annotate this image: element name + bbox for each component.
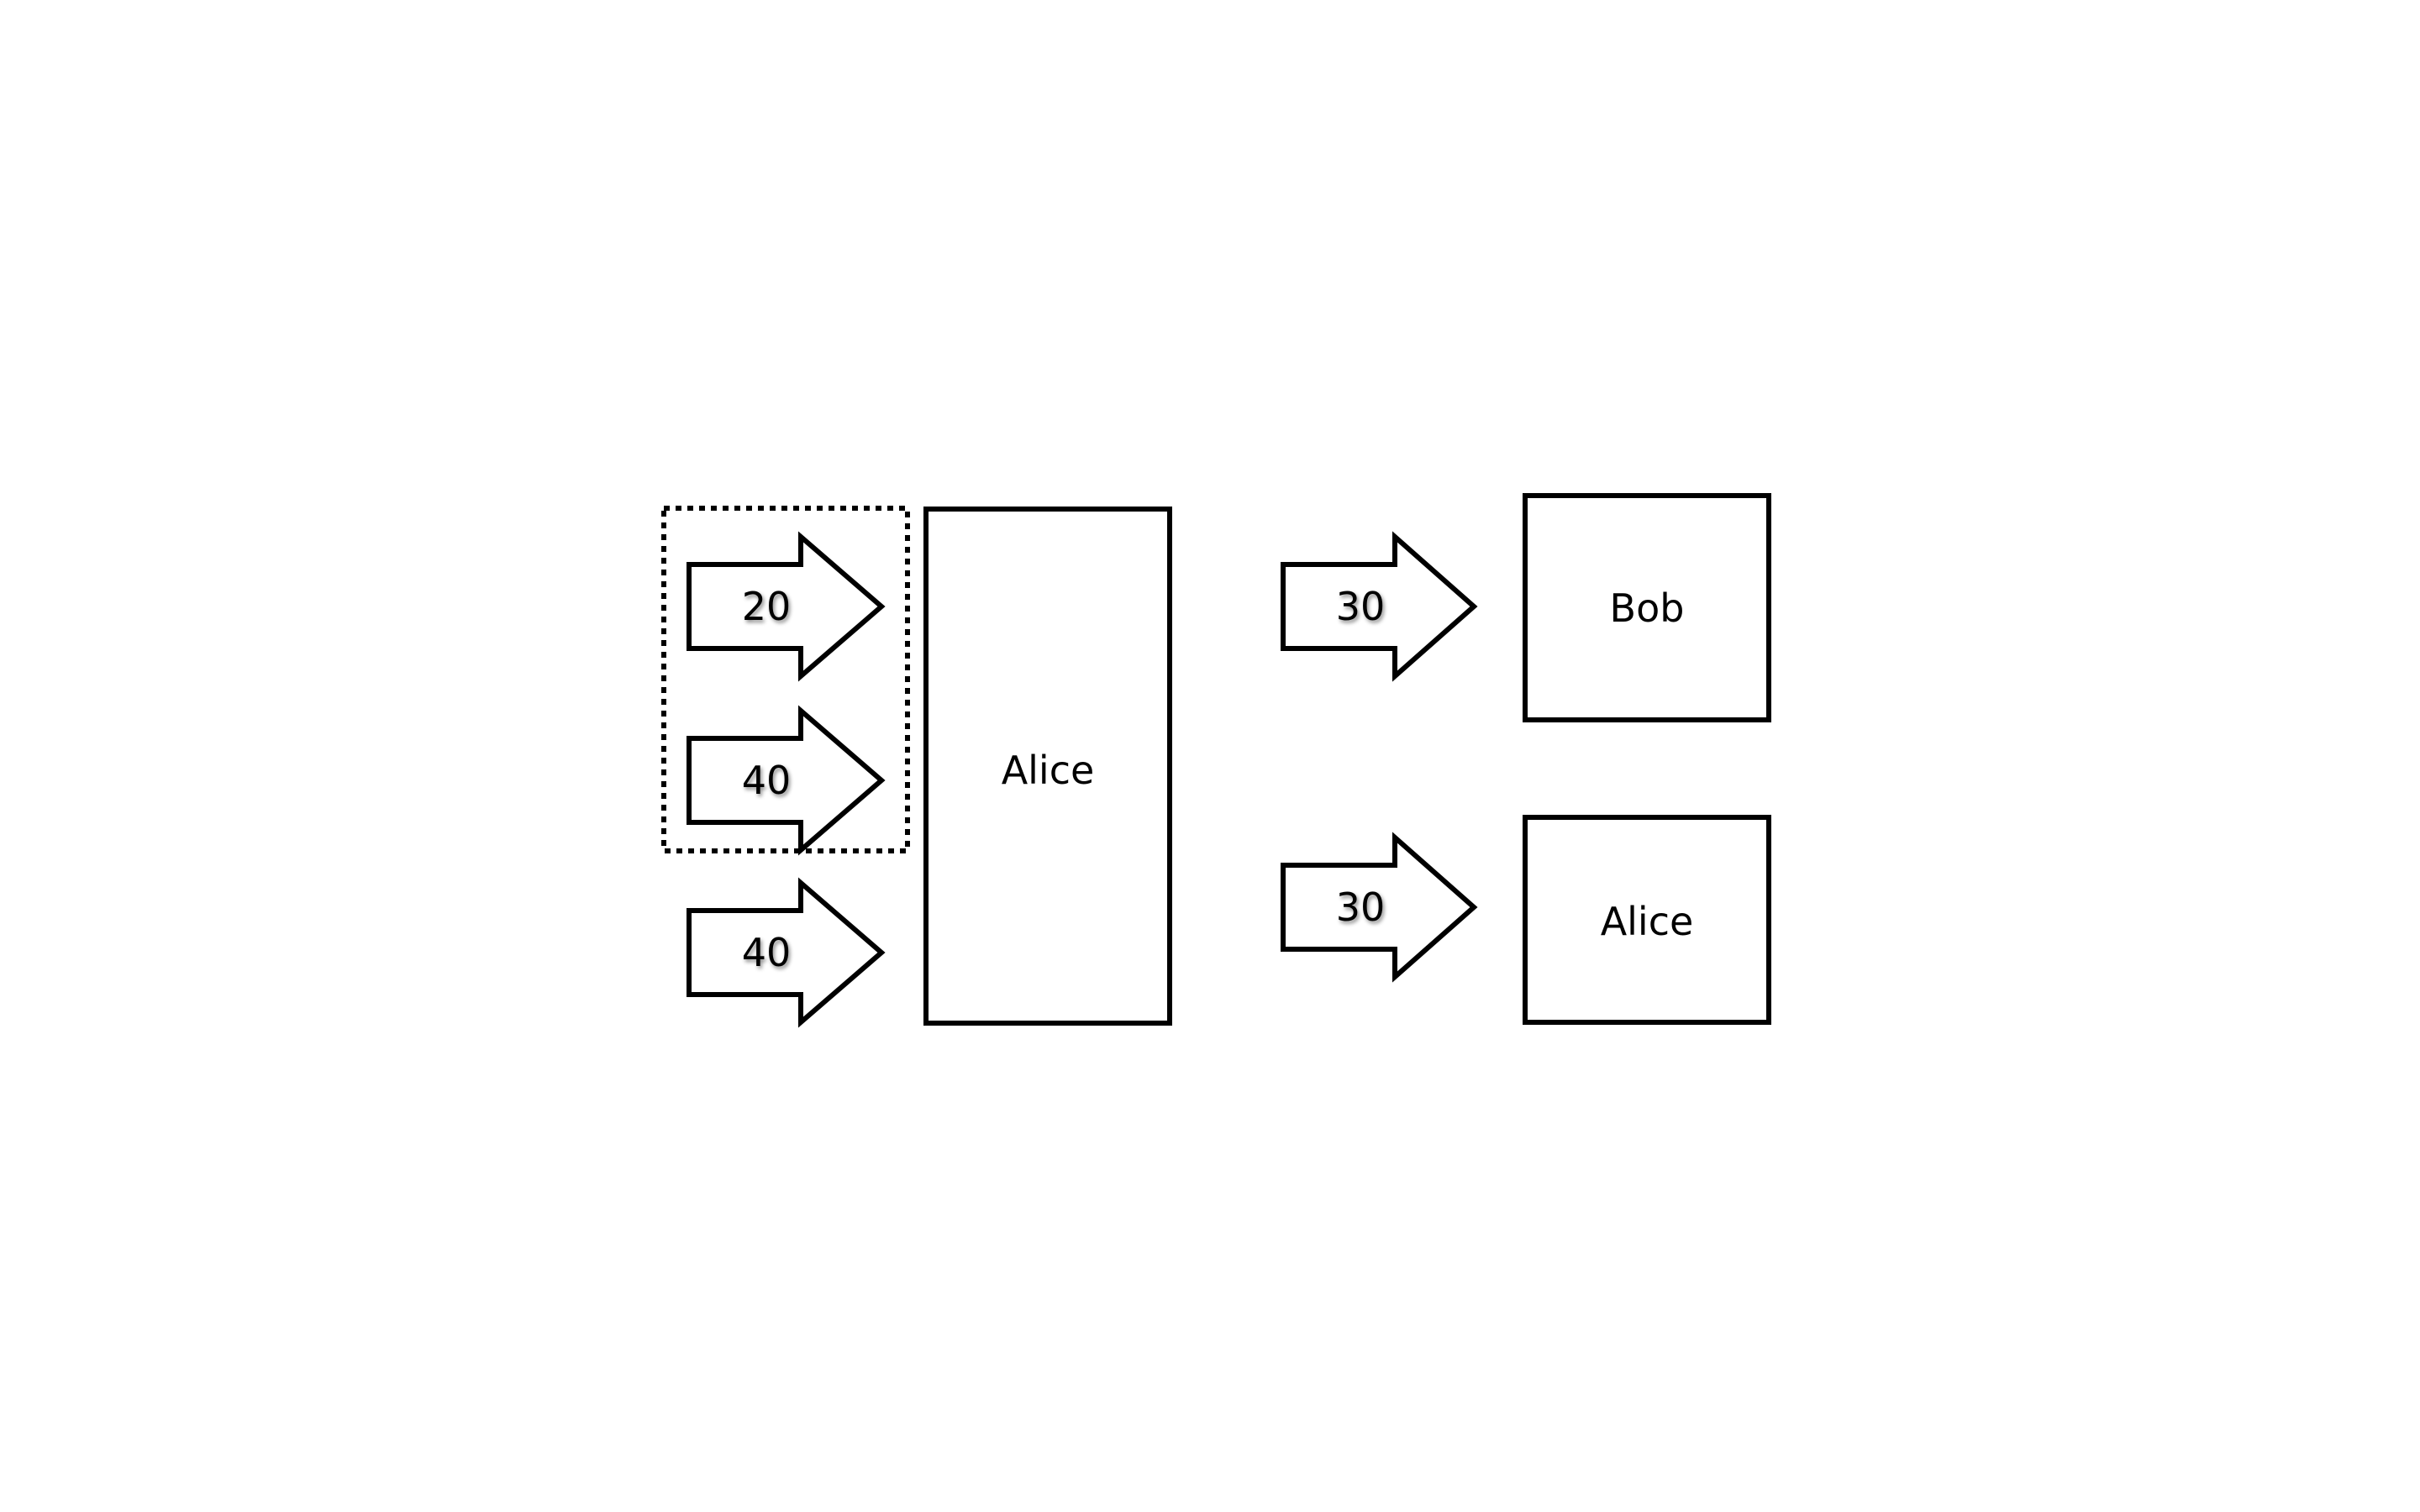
dotted-group-box <box>661 506 910 853</box>
box-label: Bob <box>1610 585 1685 631</box>
arrow-label: 40 <box>742 930 792 975</box>
arrow-label: 40 <box>742 758 792 803</box>
box-label: Alice <box>1002 748 1095 793</box>
box-label: Alice <box>1601 899 1694 944</box>
output-arrow: 30 <box>1281 531 1478 682</box>
alice-input-box: Alice <box>923 507 1172 1026</box>
arrow-label: 20 <box>742 584 792 629</box>
input-arrow: 40 <box>687 877 886 1028</box>
input-arrow: 40 <box>687 705 886 856</box>
bob-output-box: Bob <box>1523 493 1771 722</box>
arrow-label: 30 <box>1336 885 1386 930</box>
input-arrow: 20 <box>687 531 886 682</box>
output-arrow: 30 <box>1281 832 1478 983</box>
arrow-label: 30 <box>1336 584 1386 629</box>
alice-output-box: Alice <box>1523 815 1771 1025</box>
